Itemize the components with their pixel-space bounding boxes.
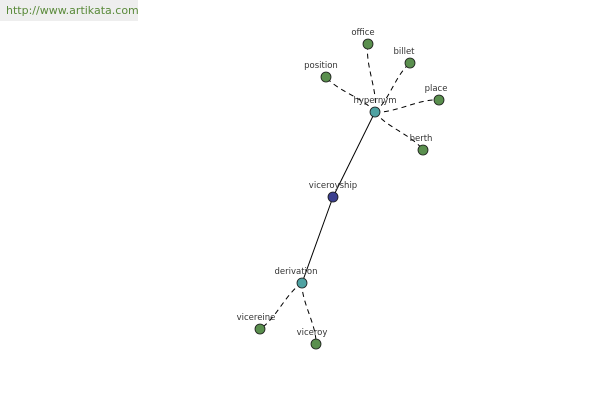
edge-derivation-viceroy xyxy=(301,282,317,345)
node-viceroyship-label: viceroyship xyxy=(309,181,357,191)
graph-nodes: viceroyship hypernym derivation office bille… xyxy=(237,28,448,350)
edge-viceroyship-derivation xyxy=(301,196,334,284)
node-hypernym[interactable]: hypernym xyxy=(353,96,397,118)
node-office-dot[interactable] xyxy=(362,38,374,50)
node-derivation[interactable]: derivation xyxy=(274,267,318,289)
node-billet[interactable]: billet xyxy=(393,47,416,69)
graph-edges xyxy=(259,43,440,345)
node-position[interactable]: position xyxy=(304,61,338,83)
node-vicereine[interactable]: vicereine xyxy=(237,313,276,335)
node-position-dot[interactable] xyxy=(320,71,332,83)
node-derivation-label: derivation xyxy=(274,267,317,277)
node-billet-label: billet xyxy=(393,47,415,57)
node-office-label: office xyxy=(351,28,374,38)
node-berth-dot[interactable] xyxy=(417,144,429,156)
node-hypernym-label: hypernym xyxy=(353,96,396,106)
node-place[interactable]: place xyxy=(425,84,448,106)
node-viceroyship-dot[interactable] xyxy=(327,191,339,203)
node-billet-dot[interactable] xyxy=(404,57,416,69)
node-position-label: position xyxy=(304,61,338,71)
edge-hypernym-position xyxy=(325,76,376,113)
node-viceroyship[interactable]: viceroyship xyxy=(309,181,357,203)
node-viceroy-label: viceroy xyxy=(297,328,328,338)
edge-viceroyship-hypernym xyxy=(332,111,376,198)
node-viceroy[interactable]: viceroy xyxy=(297,328,328,350)
node-viceroy-dot[interactable] xyxy=(310,338,322,350)
node-vicereine-dot[interactable] xyxy=(254,323,266,335)
node-berth-label: berth xyxy=(410,134,433,144)
node-derivation-dot[interactable] xyxy=(296,277,308,289)
watermark-badge: http://www.artikata.com xyxy=(0,0,139,21)
watermark-url: http://www.artikata.com xyxy=(6,4,139,17)
node-office[interactable]: office xyxy=(351,28,375,50)
node-vicereine-label: vicereine xyxy=(237,313,276,323)
node-hypernym-dot[interactable] xyxy=(369,106,381,118)
node-berth[interactable]: berth xyxy=(410,134,433,156)
edge-hypernym-berth xyxy=(374,111,424,151)
node-place-dot[interactable] xyxy=(433,94,445,106)
edge-derivation-vicereine xyxy=(259,282,303,330)
node-place-label: place xyxy=(425,84,448,94)
